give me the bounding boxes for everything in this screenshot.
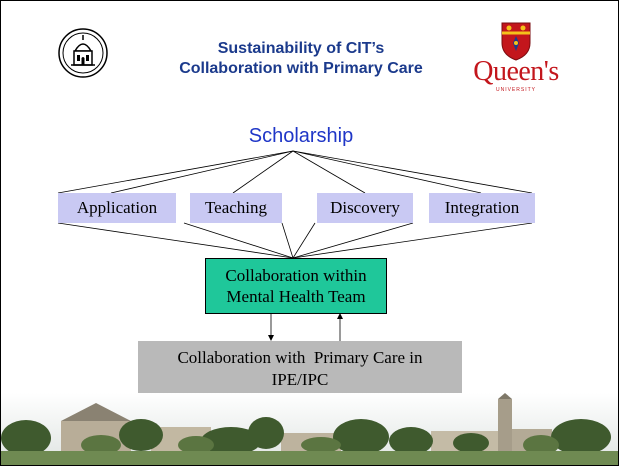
slide-title: Sustainability of CIT’s Collaboration wi…: [141, 39, 461, 79]
line-root-integration: [292, 150, 482, 194]
line-root-application: [110, 150, 294, 194]
mental-health-team-box: Collaboration within Mental Health Team: [205, 258, 387, 314]
pillar-integration: Integration: [429, 193, 535, 223]
primary-box-line-1: Collaboration with Primary Care in: [177, 347, 423, 367]
queens-wordmark: Queen's: [473, 56, 559, 87]
line-mid-left: [281, 222, 294, 259]
line-teaching-team: [183, 222, 294, 259]
primary-care-box: Collaboration with Primary Care in IPE/I…: [138, 341, 462, 396]
line-application-team: [57, 222, 294, 259]
team-box-line-1: Collaboration within: [225, 266, 367, 285]
pillar-discovery: Discovery: [317, 193, 413, 223]
scholarship-node: Scholarship: [248, 125, 354, 147]
campus-panorama-image: [1, 393, 618, 465]
queens-subtext: UNIVERSITY: [495, 87, 536, 93]
line-root-far-right: [292, 150, 533, 194]
primary-box-line-2: IPE/IPC: [271, 369, 329, 389]
line-root-discovery: [292, 150, 366, 194]
pillar-teaching: Teaching: [190, 193, 282, 223]
line-integration-team: [292, 222, 533, 259]
college-seal-icon: [58, 28, 108, 78]
team-box-line-2: Mental Health Team: [226, 287, 366, 306]
title-line-1: Sustainability of CIT’s: [217, 40, 385, 57]
arrow-up-head: [337, 313, 343, 319]
pillar-application: Application: [58, 193, 176, 223]
line-mid-right: [292, 222, 316, 259]
crest-icon: [501, 22, 531, 61]
queens-logo: Queen's UNIVERSITY: [461, 21, 571, 93]
line-root-teaching: [232, 150, 294, 194]
title-line-2: Collaboration with Primary Care: [179, 60, 423, 77]
arrow-down-head: [268, 335, 274, 341]
line-root-far-left: [57, 150, 294, 194]
line-discovery-team: [292, 222, 414, 259]
